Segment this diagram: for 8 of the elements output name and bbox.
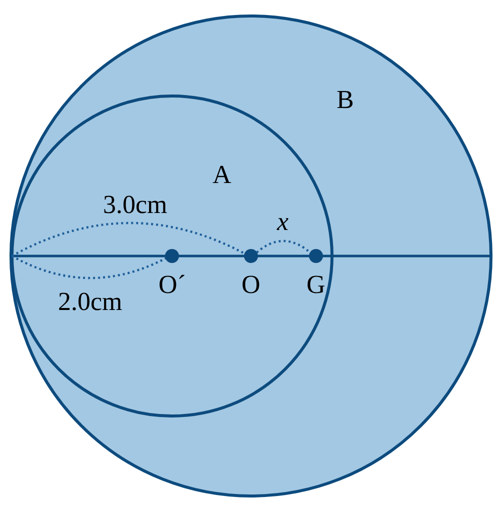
region-label: A xyxy=(212,162,232,188)
point-label: O´ xyxy=(158,272,186,298)
dimension-label: x xyxy=(277,209,289,235)
dimension-label: 2.0cm xyxy=(58,289,122,315)
point-label: O xyxy=(242,272,260,298)
point-label: G xyxy=(306,272,326,298)
region-label: B xyxy=(336,87,354,113)
dimension-label: 3.0cm xyxy=(103,192,168,218)
